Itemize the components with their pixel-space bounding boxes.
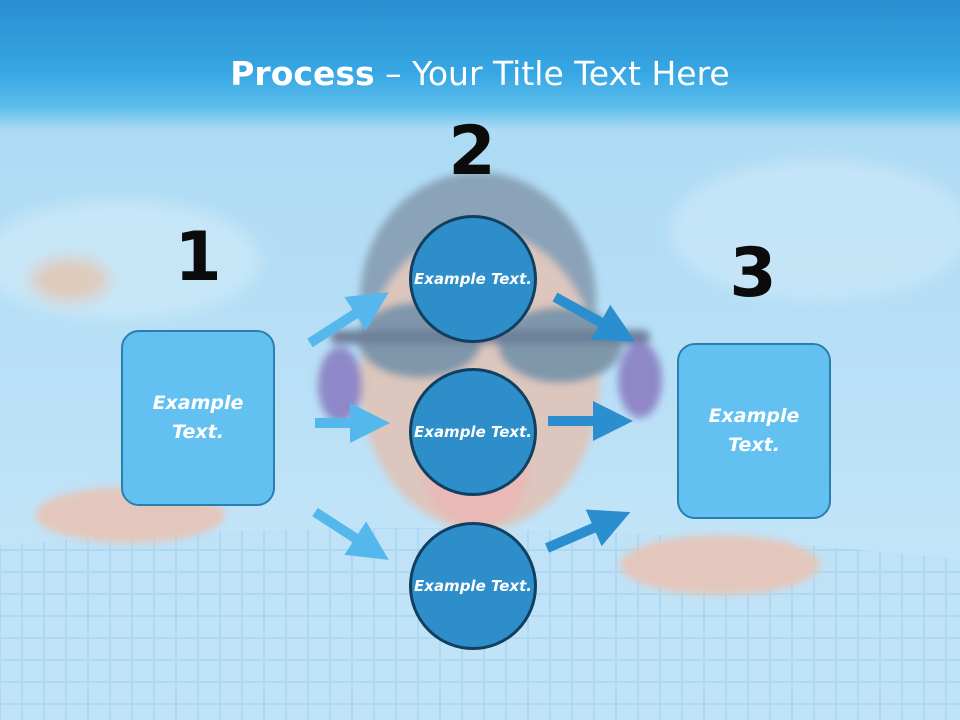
circle-top[interactable]: Example Text. [409, 215, 537, 343]
circle-bottom-label: Example Text. [414, 576, 532, 595]
step-1-label: Example Text. [152, 392, 244, 443]
title-bar [0, 0, 960, 130]
step-number-2: 2 [448, 112, 496, 191]
step-3-box[interactable]: Example Text. [677, 343, 831, 519]
circle-top-label: Example Text. [414, 269, 532, 288]
arrow-top-to-3 [552, 292, 636, 342]
circle-middle-label: Example Text. [414, 422, 532, 441]
title-rest: – Your Title Text Here [374, 54, 730, 93]
circle-bottom[interactable]: Example Text. [409, 522, 537, 650]
step-1-box[interactable]: Example Text. [121, 330, 275, 506]
step-number-1: 1 [174, 218, 222, 297]
step-number-3: 3 [729, 234, 777, 313]
circle-middle[interactable]: Example Text. [409, 368, 537, 496]
arrow-bottom-to-3 [545, 509, 631, 553]
page-title: Process – Your Title Text Here [0, 52, 960, 96]
arrow-1-to-bottom [312, 507, 389, 560]
title-bold: Process [230, 54, 375, 93]
step-3-label: Example Text. [708, 405, 800, 456]
arrow-1-to-top [307, 292, 389, 348]
